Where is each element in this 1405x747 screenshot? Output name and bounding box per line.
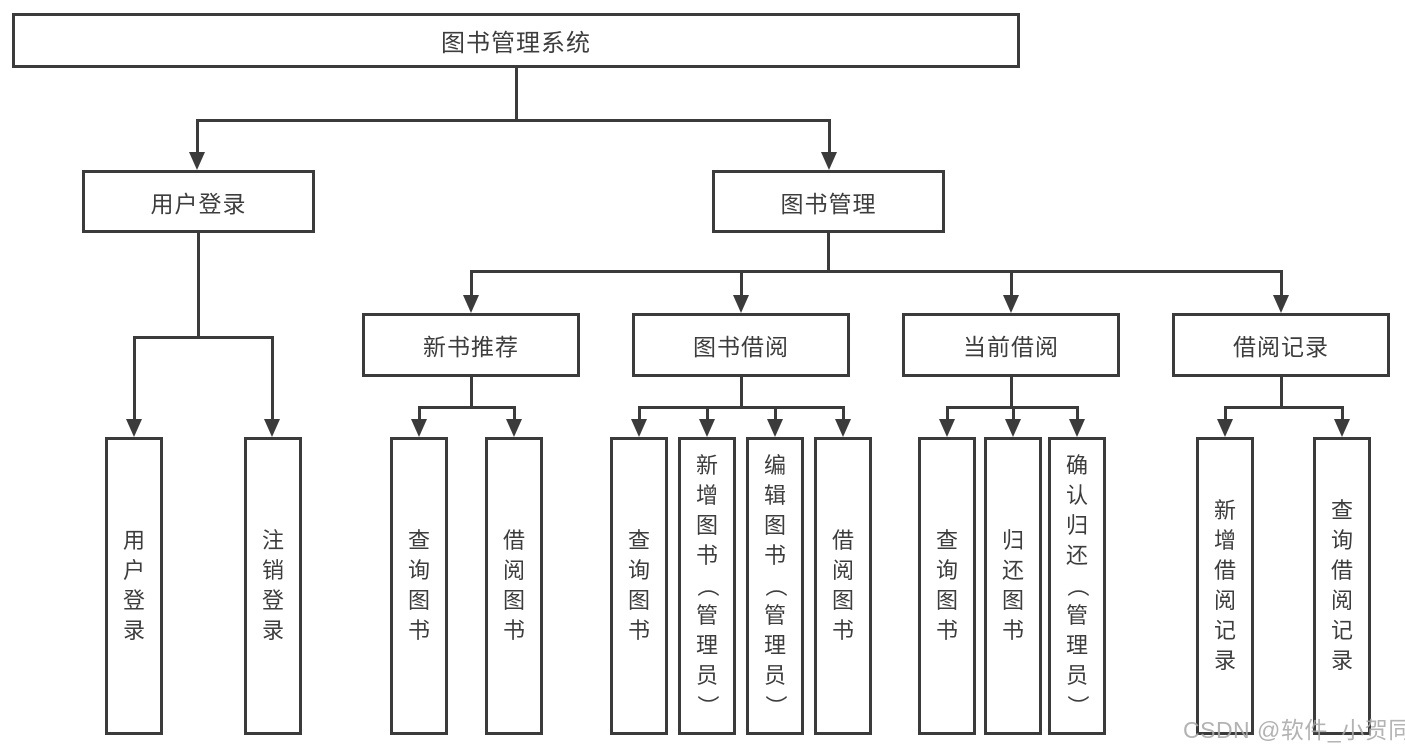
connector-line	[827, 233, 830, 271]
connector-line	[638, 406, 845, 409]
connector-line	[740, 271, 743, 297]
arrow-down-icon	[126, 419, 142, 437]
arrow-down-icon	[1005, 419, 1021, 437]
connector-line	[197, 233, 200, 337]
connector-line	[196, 119, 831, 122]
connector-line	[828, 120, 831, 154]
leaf-borrow-books-recommend: 借阅图书	[485, 437, 543, 735]
connector-line	[133, 336, 274, 339]
leaf-logout: 注销登录	[244, 437, 302, 735]
arrow-down-icon	[1334, 419, 1350, 437]
connector-line	[774, 407, 777, 421]
connector-line	[513, 407, 516, 421]
connector-line	[1341, 407, 1344, 421]
connector-line	[418, 406, 516, 409]
arrow-down-icon	[1069, 419, 1085, 437]
connector-line	[470, 271, 473, 297]
arrow-down-icon	[1003, 295, 1019, 313]
leaf-query-books-borrowing: 查询图书	[610, 437, 668, 735]
arrow-down-icon	[733, 295, 749, 313]
connector-line	[196, 120, 199, 154]
connector-line	[1010, 271, 1013, 297]
arrow-down-icon	[264, 419, 280, 437]
arrow-down-icon	[835, 419, 851, 437]
connector-line	[1224, 406, 1344, 409]
connector-line	[515, 67, 518, 120]
arrow-down-icon	[1273, 295, 1289, 313]
arrow-down-icon	[767, 419, 783, 437]
node-borrowing-records: 借阅记录	[1172, 313, 1390, 377]
connector-line	[740, 377, 743, 407]
connector-line	[842, 407, 845, 421]
node-current-borrowing: 当前借阅	[902, 313, 1120, 377]
leaf-confirm-return-admin: 确认归还（管理员）	[1048, 437, 1106, 735]
connector-line	[470, 377, 473, 407]
connector-line	[1076, 407, 1079, 421]
connector-line	[1012, 407, 1015, 421]
connector-line	[418, 407, 421, 421]
connector-line	[638, 407, 641, 421]
leaf-return-book: 归还图书	[984, 437, 1042, 735]
arrow-down-icon	[189, 152, 205, 170]
arrow-down-icon	[506, 419, 522, 437]
connector-line	[1280, 271, 1283, 297]
leaf-add-book-admin: 新增图书（管理员）	[678, 437, 736, 735]
leaf-query-books-recommend: 查询图书	[390, 437, 448, 735]
arrow-down-icon	[699, 419, 715, 437]
connector-line	[470, 270, 1283, 273]
connector-line	[946, 407, 949, 421]
arrow-down-icon	[463, 295, 479, 313]
leaf-edit-book-admin: 编辑图书（管理员）	[746, 437, 804, 735]
connector-line	[1224, 407, 1227, 421]
arrow-down-icon	[1217, 419, 1233, 437]
arrow-down-icon	[821, 152, 837, 170]
arrow-down-icon	[939, 419, 955, 437]
leaf-query-books-current: 查询图书	[918, 437, 976, 735]
leaf-user-login: 用户登录	[105, 437, 163, 735]
node-book-management: 图书管理	[712, 170, 945, 233]
leaf-borrow-books-borrowing: 借阅图书	[814, 437, 872, 735]
connector-line	[271, 337, 274, 421]
leaf-add-borrow-record: 新增借阅记录	[1196, 437, 1254, 735]
arrow-down-icon	[411, 419, 427, 437]
connector-line	[1010, 377, 1013, 407]
connector-line	[133, 337, 136, 421]
watermark: CSDN @软件_小贺同学	[1183, 717, 1405, 743]
connector-line	[1280, 377, 1283, 407]
arrow-down-icon	[631, 419, 647, 437]
node-user-login: 用户登录	[82, 170, 315, 233]
connector-line	[706, 407, 709, 421]
node-library-management-system: 图书管理系统	[12, 13, 1020, 68]
leaf-query-borrow-record: 查询借阅记录	[1313, 437, 1371, 735]
node-new-book-recommendation: 新书推荐	[362, 313, 580, 377]
node-book-borrowing: 图书借阅	[632, 313, 850, 377]
